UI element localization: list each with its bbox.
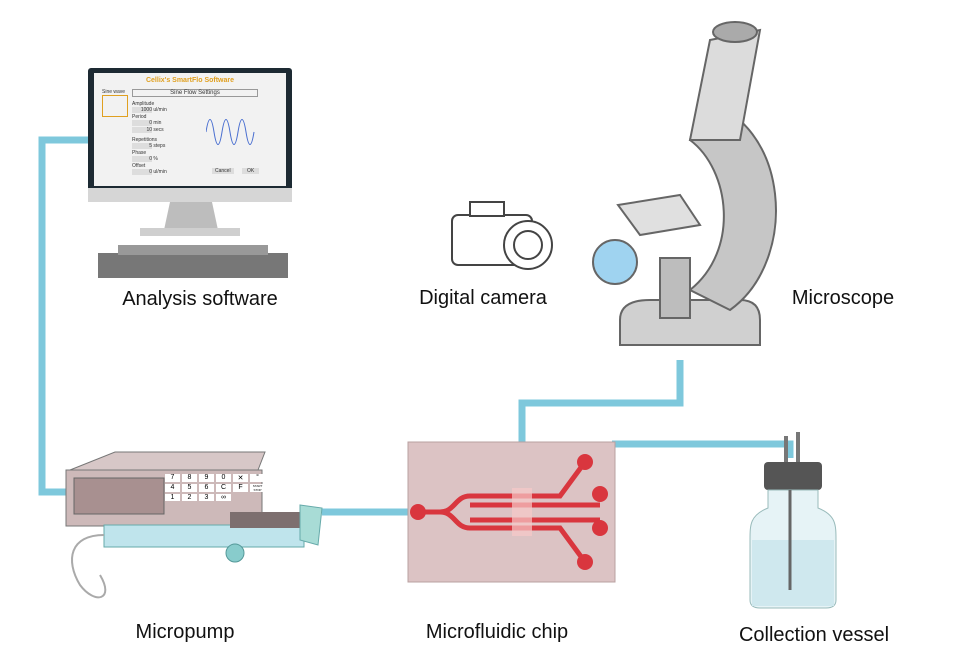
key[interactable]: 3 (199, 494, 214, 501)
cancel-button[interactable]: Cancel (212, 168, 234, 174)
key[interactable]: 2 (182, 494, 197, 501)
field-label: Amplitude (132, 101, 155, 107)
sine-plot (206, 119, 255, 145)
panel-title: Sine Flow Settings (132, 89, 258, 97)
label-microscope: Microscope (791, 287, 895, 309)
field-value[interactable]: 10 (132, 127, 152, 133)
sine-wave-label: Sine wave (102, 89, 126, 95)
field-label: Offset (132, 163, 146, 169)
label-microfluidic-chip: Microfluidic chip (425, 621, 569, 643)
field-value[interactable]: 0 (132, 120, 152, 126)
micropump (65, 451, 323, 599)
key[interactable]: ° (250, 474, 265, 482)
key[interactable]: ✕ (233, 474, 248, 482)
field-value[interactable]: 5 (132, 143, 152, 149)
field-label: Phase (132, 150, 147, 156)
field-unit: min (153, 120, 162, 126)
field-value[interactable]: 0 (132, 156, 152, 162)
key[interactable]: C (216, 484, 231, 492)
key[interactable]: 0 (216, 474, 231, 482)
field-unit: steps (153, 143, 166, 149)
key[interactable]: 4 (165, 484, 180, 492)
label-analysis-software: Analysis software (122, 288, 278, 310)
field-unit: ul/min (153, 169, 167, 175)
key[interactable]: F (233, 484, 248, 492)
sine-wave-preview[interactable] (102, 95, 128, 117)
software-title: Cellix's SmartFlo Software (145, 77, 235, 84)
key[interactable]: 7 (165, 474, 180, 482)
microscope (592, 21, 777, 346)
label-collection-vessel: Collection vessel (738, 624, 890, 646)
key[interactable]: 8 (182, 474, 197, 482)
key[interactable]: 1 (165, 494, 180, 501)
key[interactable]: 6 (199, 484, 214, 492)
key[interactable]: START STOP (250, 484, 265, 492)
ok-button[interactable]: OK (242, 168, 260, 174)
field-unit: ul/min (153, 107, 167, 113)
field-value[interactable]: 1000 (132, 107, 152, 113)
collection-vessel (749, 432, 837, 609)
label-digital-camera: Digital camera (419, 287, 547, 309)
field-seconds: 10 secs (132, 127, 167, 137)
field-label: Period (132, 114, 147, 120)
key[interactable]: 5 (182, 484, 197, 492)
key[interactable]: 9 (199, 474, 214, 482)
pump-keypad: 7 8 9 0 ✕ ° 4 5 6 C F START STOP 1 2 3 ∞ (165, 474, 265, 501)
digital-camera (451, 201, 553, 270)
field-value[interactable]: 0 (132, 169, 152, 175)
microfluidic-chip (407, 441, 616, 583)
software-screen: Cellix's SmartFlo Software Sine wave Sin… (94, 73, 286, 186)
field-unit: % (153, 156, 158, 162)
label-micropump: Micropump (135, 621, 235, 643)
field-label: Repetitions (132, 137, 158, 143)
key[interactable]: ∞ (216, 494, 231, 501)
field-unit: secs (153, 127, 164, 133)
tubing (38, 136, 794, 516)
